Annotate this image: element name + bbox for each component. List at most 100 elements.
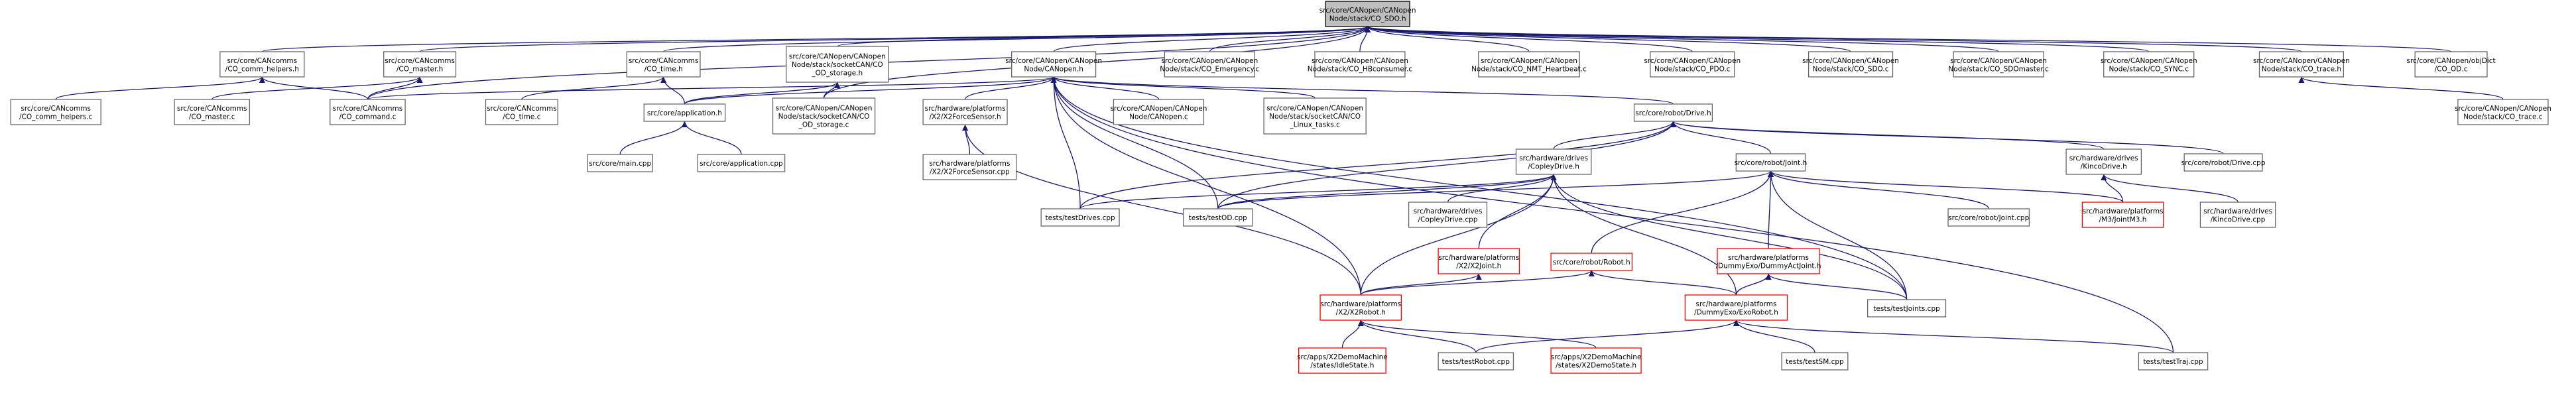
node-label: /CO_OD.c bbox=[2435, 65, 2468, 73]
node-label: src/core/CANopen/objDict bbox=[2406, 57, 2495, 65]
node-label: src/core/CANopen/CANopen bbox=[789, 53, 886, 61]
graph-node-sdo-c[interactable]: src/core/CANopen/CANopenNode/stack/CO_SD… bbox=[1802, 51, 1899, 78]
node-label: tests/testOD.cpp bbox=[1189, 214, 1247, 222]
node-label: src/core/robot/Joint.cpp bbox=[1948, 214, 2029, 222]
graph-node-testsm-cpp[interactable]: tests/testSM.cpp bbox=[1781, 352, 1849, 371]
graph-node-drive-h[interactable]: src/core/robot/Drive.h bbox=[1633, 103, 1713, 122]
graph-node-kinco-cpp[interactable]: src/hardware/drives/KincoDrive.cpp bbox=[2199, 202, 2276, 228]
graph-node-master-h[interactable]: src/core/CANcomms/CO_master.h bbox=[383, 51, 457, 78]
graph-node-testdrives-cpp[interactable]: tests/testDrives.cpp bbox=[1040, 208, 1120, 227]
graph-node-testrobot-cpp[interactable]: tests/testRobot.cpp bbox=[1438, 352, 1514, 371]
graph-node-od-storage-c[interactable]: src/core/CANopen/CANopenNode/stack/socke… bbox=[772, 97, 876, 135]
graph-node-copley-h[interactable]: src/hardware/drives/CopleyDrive.h bbox=[1515, 148, 1592, 175]
node-box bbox=[2199, 202, 2276, 228]
graph-node-sdomaster-c[interactable]: src/core/CANopen/CANopenNode/stack/CO_SD… bbox=[1948, 51, 2049, 78]
graph-node-drive-cpp[interactable]: src/core/robot/Drive.cpp bbox=[2181, 153, 2266, 172]
graph-node-root[interactable]: src/core/CANopen/CANopenNode/stack/CO_SD… bbox=[1319, 1, 1416, 27]
node-label: Node/stack/CO_SYNC.c bbox=[2109, 65, 2189, 73]
graph-node-hbconsumer-c[interactable]: src/core/CANopen/CANopenNode/stack/CO_HB… bbox=[1308, 51, 1413, 78]
graph-node-command-c[interactable]: src/core/CANcomms/CO_command.c bbox=[330, 99, 406, 125]
node-box bbox=[1515, 148, 1592, 175]
graph-node-x2force-cpp[interactable]: src/hardware/platforms/X2/X2ForceSensor.… bbox=[922, 154, 1017, 180]
graph-node-trace-c[interactable]: src/core/CANopen/CANopenNode/stack/CO_tr… bbox=[2455, 99, 2551, 125]
graph-node-idlestate-h[interactable]: src/apps/X2DemoMachine/states/IdleState.… bbox=[1297, 347, 1388, 374]
node-label: tests/testTraj.cpp bbox=[2143, 358, 2203, 366]
graph-node-master-c[interactable]: src/core/CANcomms/CO_master.c bbox=[174, 99, 251, 125]
edge-copley-h-to-testjoints-cpp bbox=[1550, 174, 1908, 300]
node-box bbox=[1113, 99, 1205, 125]
node-box bbox=[1263, 97, 1367, 135]
node-box bbox=[10, 99, 101, 125]
graph-node-testod-cpp[interactable]: tests/testOD.cpp bbox=[1183, 208, 1253, 227]
node-label: src/core/CANopen/CANopen bbox=[1312, 57, 1408, 65]
graph-node-m3joint-h[interactable]: src/hardware/platforms/M3/JointM3.h bbox=[2081, 202, 2164, 228]
node-label: src/core/CANopen/CANopen bbox=[1950, 57, 2047, 65]
graph-node-comm-helpers-c[interactable]: src/core/CANcomms/CO_comm_helpers.c bbox=[10, 99, 101, 125]
graph-node-x2force-h[interactable]: src/hardware/platforms/X2/X2ForceSensor.… bbox=[922, 99, 1008, 125]
graph-node-copley-cpp[interactable]: src/hardware/drives/CopleyDrive.cpp bbox=[1408, 202, 1488, 228]
node-label: Node/stack/CO_trace.c bbox=[2463, 113, 2543, 121]
node-label: src/core/CANcomms bbox=[227, 57, 297, 65]
node-label: Node/stack/socketCAN/CO bbox=[792, 61, 883, 69]
node-label: src/apps/X2DemoMachine bbox=[1551, 353, 1642, 361]
node-label: src/core/CANopen/CANopen bbox=[1644, 57, 1741, 65]
graph-node-sync-c[interactable]: src/core/CANopen/CANopenNode/stack/CO_SY… bbox=[2101, 51, 2197, 78]
graph-node-testtraj-cpp[interactable]: tests/testTraj.cpp bbox=[2138, 352, 2209, 371]
node-box bbox=[1298, 347, 1386, 374]
graph-node-pdo-c[interactable]: src/core/CANopen/CANopenNode/stack/CO_PD… bbox=[1644, 51, 1741, 78]
node-label: src/core/robot/Drive.cpp bbox=[2181, 159, 2266, 167]
node-label: /X2/X2Robot.h bbox=[1336, 308, 1386, 316]
graph-node-time-h[interactable]: src/core/CANcomms/CO_time.h bbox=[626, 51, 701, 78]
node-label: /CO_master.h bbox=[397, 65, 443, 73]
edge-joint-h-to-robot-h bbox=[1591, 170, 1774, 254]
node-label: src/core/CANopen/CANopen bbox=[1481, 57, 1577, 65]
graph-node-application-h[interactable]: src/core/application.h bbox=[643, 103, 726, 122]
graph-node-main-cpp[interactable]: src/core/main.cpp bbox=[587, 154, 653, 172]
node-box bbox=[1478, 51, 1580, 78]
edge-root-to-sdo-c bbox=[1365, 26, 1851, 52]
node-label: /CO_time.h bbox=[644, 65, 683, 73]
graph-node-application-cpp[interactable]: src/core/application.cpp bbox=[697, 154, 786, 172]
edge-root-to-od-c bbox=[1365, 26, 2452, 52]
node-label: src/core/robot/Robot.h bbox=[1553, 259, 1630, 266]
edge-copley-h-to-testod-cpp bbox=[1217, 174, 1557, 209]
graph-node-testjoints-cpp[interactable]: tests/testJoints.cpp bbox=[1867, 299, 1947, 318]
node-label: Node/stack/CO_NMT_Heartbeat.c bbox=[1471, 65, 1587, 73]
graph-node-exorobot-h[interactable]: src/hardware/platforms/DummyExo/ExoRobot… bbox=[1684, 294, 1788, 321]
node-box bbox=[1438, 352, 1514, 371]
node-label: src/core/CANopen/CANopen bbox=[2101, 57, 2197, 65]
graph-node-emergency-c[interactable]: src/core/CANopen/CANopenNode/stack/CO_Em… bbox=[1160, 51, 1260, 78]
edge-kinco-h-to-kinco-cpp bbox=[2101, 174, 2239, 203]
graph-node-linux-tasks-c[interactable]: src/core/CANopen/CANopenNode/stack/socke… bbox=[1263, 97, 1367, 135]
node-label: src/core/CANcomms bbox=[21, 105, 91, 113]
graph-node-kinco-h[interactable]: src/hardware/drives/KincoDrive.h bbox=[2065, 148, 2142, 175]
graph-node-trace-h[interactable]: src/core/CANopen/CANopenNode/stack/CO_tr… bbox=[2253, 51, 2350, 78]
graph-node-comms-helpers-h[interactable]: src/core/CANcomms/CO_comm_helpers.h bbox=[219, 51, 305, 78]
graph-node-x2joint-h[interactable]: src/hardware/platforms/X2/X2Joint.h bbox=[1438, 248, 1520, 274]
graph-node-joint-h[interactable]: src/core/robot/Joint.h bbox=[1735, 153, 1808, 172]
node-label: src/core/CANopen/CANopen bbox=[1802, 57, 1899, 65]
edge-root-to-od-storage-h bbox=[837, 26, 1371, 47]
edge-time-h-to-application-h bbox=[660, 76, 686, 105]
graph-node-demostate-h[interactable]: src/apps/X2DemoMachine/states/X2DemoStat… bbox=[1550, 347, 1642, 374]
graph-node-od-storage-h[interactable]: src/core/CANopen/CANopenNode/stack/socke… bbox=[786, 46, 889, 83]
graph-node-time-c[interactable]: src/core/CANcomms/CO_time.c bbox=[485, 99, 558, 125]
node-label: /states/X2DemoState.h bbox=[1556, 361, 1636, 369]
edge-canopen-h-to-linux-tasks-c bbox=[1050, 76, 1316, 99]
graph-node-nmt-c[interactable]: src/core/CANopen/CANopenNode/stack/CO_NM… bbox=[1471, 51, 1587, 78]
node-label: /KincoDrive.h bbox=[2081, 162, 2127, 170]
edge-x2force-h-to-x2robot-h bbox=[962, 124, 1361, 296]
node-box bbox=[922, 154, 1017, 180]
graph-node-od-c[interactable]: src/core/CANopen/objDict/CO_OD.c bbox=[2406, 51, 2496, 78]
graph-node-x2robot-h[interactable]: src/hardware/platforms/X2/X2Robot.h bbox=[1319, 294, 1402, 321]
node-label: tests/testDrives.cpp bbox=[1045, 214, 1115, 222]
graph-node-robot-h[interactable]: src/core/robot/Robot.h bbox=[1550, 253, 1633, 271]
graph-node-joint-cpp[interactable]: src/core/robot/Joint.cpp bbox=[1947, 208, 2030, 227]
node-label: /X2/X2ForceSensor.h bbox=[929, 113, 1001, 121]
graph-node-dummyactjoint-h[interactable]: src/hardware/platforms/DummyExo/DummyAct… bbox=[1716, 248, 1821, 274]
node-label: src/hardware/drives bbox=[1519, 154, 1588, 162]
edge-root-to-master-h bbox=[419, 26, 1371, 52]
node-box bbox=[1314, 51, 1406, 78]
